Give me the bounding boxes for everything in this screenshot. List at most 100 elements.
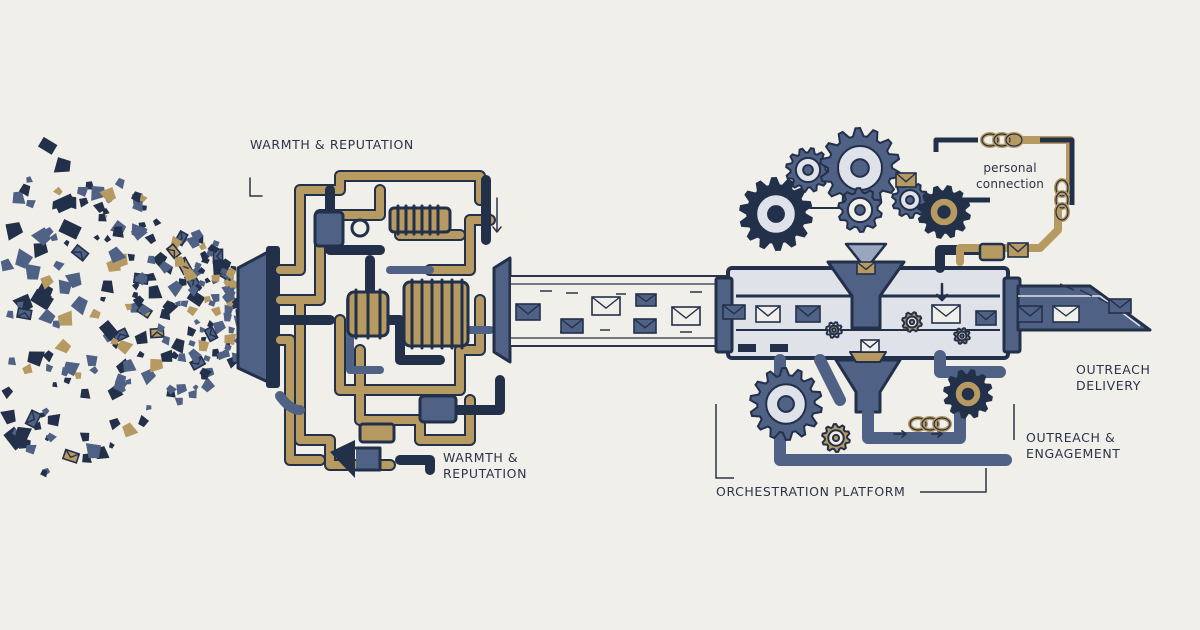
email-fragment bbox=[138, 304, 152, 316]
pipe-gold bbox=[426, 216, 494, 274]
pipe-navy bbox=[375, 315, 445, 365]
email-fragment bbox=[152, 251, 168, 269]
pipe-navy bbox=[325, 185, 385, 255]
email-fragment bbox=[175, 300, 181, 307]
email-fragment bbox=[124, 303, 132, 311]
envelope-icon bbox=[515, 303, 541, 321]
pipe-slate bbox=[862, 394, 966, 444]
email-fragment bbox=[228, 290, 236, 297]
email-fragment bbox=[33, 243, 49, 259]
intake-flange bbox=[266, 246, 280, 388]
email-fragment bbox=[198, 339, 210, 352]
email-fragment bbox=[187, 284, 199, 297]
email-fragment bbox=[161, 335, 170, 346]
email-fragment bbox=[146, 404, 152, 411]
output-nozzle bbox=[330, 440, 355, 478]
email-fragment bbox=[192, 384, 199, 392]
email-fragment bbox=[174, 256, 186, 267]
pipe-gold bbox=[276, 336, 324, 464]
email-fragment bbox=[12, 191, 26, 204]
email-fragment bbox=[141, 205, 147, 211]
pipe-gold bbox=[276, 172, 484, 274]
email-fragment bbox=[89, 308, 101, 319]
email-fragment bbox=[132, 295, 145, 308]
email-fragment bbox=[200, 336, 207, 342]
email-fragment bbox=[220, 268, 228, 275]
email-fragment bbox=[204, 277, 211, 284]
label-outreach-delivery: OUTREACH DELIVERY bbox=[1076, 362, 1151, 393]
email-fragment bbox=[180, 300, 189, 308]
label-personal-connection: personal connection bbox=[976, 161, 1045, 191]
email-fragment bbox=[47, 414, 61, 427]
envelope-icon bbox=[755, 305, 781, 323]
gear-icon bbox=[739, 176, 813, 252]
email-fragment bbox=[100, 296, 107, 302]
email-fragment bbox=[188, 340, 196, 347]
email-fragment bbox=[0, 409, 16, 425]
email-fragment bbox=[134, 330, 148, 345]
gear-icon bbox=[785, 147, 831, 193]
email-fragment bbox=[98, 213, 107, 222]
email-fragment bbox=[104, 234, 112, 243]
email-fragment bbox=[212, 239, 220, 247]
pipe-gold bbox=[336, 296, 484, 394]
gear-icon bbox=[749, 366, 823, 442]
email-fragment bbox=[148, 272, 157, 281]
email-fragment bbox=[54, 338, 72, 354]
email-fragment bbox=[52, 382, 58, 388]
gear-icon bbox=[953, 327, 971, 345]
lower-valve bbox=[418, 394, 458, 424]
arrow-right-small bbox=[492, 226, 502, 233]
email-fragment bbox=[43, 227, 54, 239]
envelope-icon bbox=[856, 261, 876, 275]
envelope-icon bbox=[37, 136, 58, 155]
gear-icon bbox=[917, 185, 971, 239]
email-fragment bbox=[216, 351, 227, 361]
email-fragment bbox=[183, 267, 199, 282]
email-fragment bbox=[150, 358, 164, 373]
gear-icon bbox=[943, 369, 993, 419]
email-fragment bbox=[16, 301, 24, 308]
coupling bbox=[346, 288, 390, 340]
outlet-flange bbox=[492, 256, 512, 364]
chain-link-icon bbox=[1054, 178, 1070, 222]
email-fragment bbox=[6, 310, 14, 319]
email-fragment bbox=[74, 372, 82, 380]
label-warmth-reputation-bottom: WARMTH & REPUTATION bbox=[443, 450, 528, 481]
email-fragment bbox=[224, 333, 237, 346]
email-fragment bbox=[114, 177, 125, 190]
email-fragment bbox=[211, 273, 221, 283]
email-fragment bbox=[152, 218, 162, 227]
email-fragment bbox=[186, 305, 199, 317]
pipe-gold bbox=[356, 346, 474, 444]
machine-envelopes bbox=[722, 172, 1132, 353]
label-bracket-top bbox=[249, 177, 263, 197]
email-fragment bbox=[166, 301, 173, 308]
email-fragment bbox=[222, 288, 236, 304]
chain-link-icon bbox=[980, 132, 1024, 148]
envelope-icon bbox=[633, 318, 657, 334]
email-fragment bbox=[42, 350, 54, 363]
envelope-icon bbox=[70, 243, 90, 263]
email-fragment bbox=[127, 253, 135, 261]
gear-icon bbox=[901, 311, 923, 333]
email-fragment bbox=[46, 432, 57, 443]
email-fragment bbox=[38, 308, 56, 324]
email-fragment bbox=[99, 187, 117, 203]
email-fragment bbox=[57, 310, 73, 326]
valve-knob bbox=[350, 218, 370, 238]
email-fragment bbox=[86, 354, 98, 367]
email-fragment bbox=[174, 397, 183, 406]
down-arrow bbox=[935, 282, 949, 302]
label-orchestration-platform: ORCHESTRATION PLATFORM bbox=[716, 484, 906, 499]
gear-icon bbox=[819, 126, 901, 210]
email-fragment bbox=[131, 291, 138, 299]
envelope-icon bbox=[58, 219, 82, 240]
email-fragment bbox=[122, 422, 139, 438]
email-fragment bbox=[50, 233, 58, 242]
email-fragment bbox=[125, 378, 132, 385]
email-fragment bbox=[108, 442, 115, 449]
email-fragment bbox=[190, 229, 204, 243]
label-bracket bbox=[715, 404, 734, 479]
email-fragment bbox=[171, 338, 185, 354]
